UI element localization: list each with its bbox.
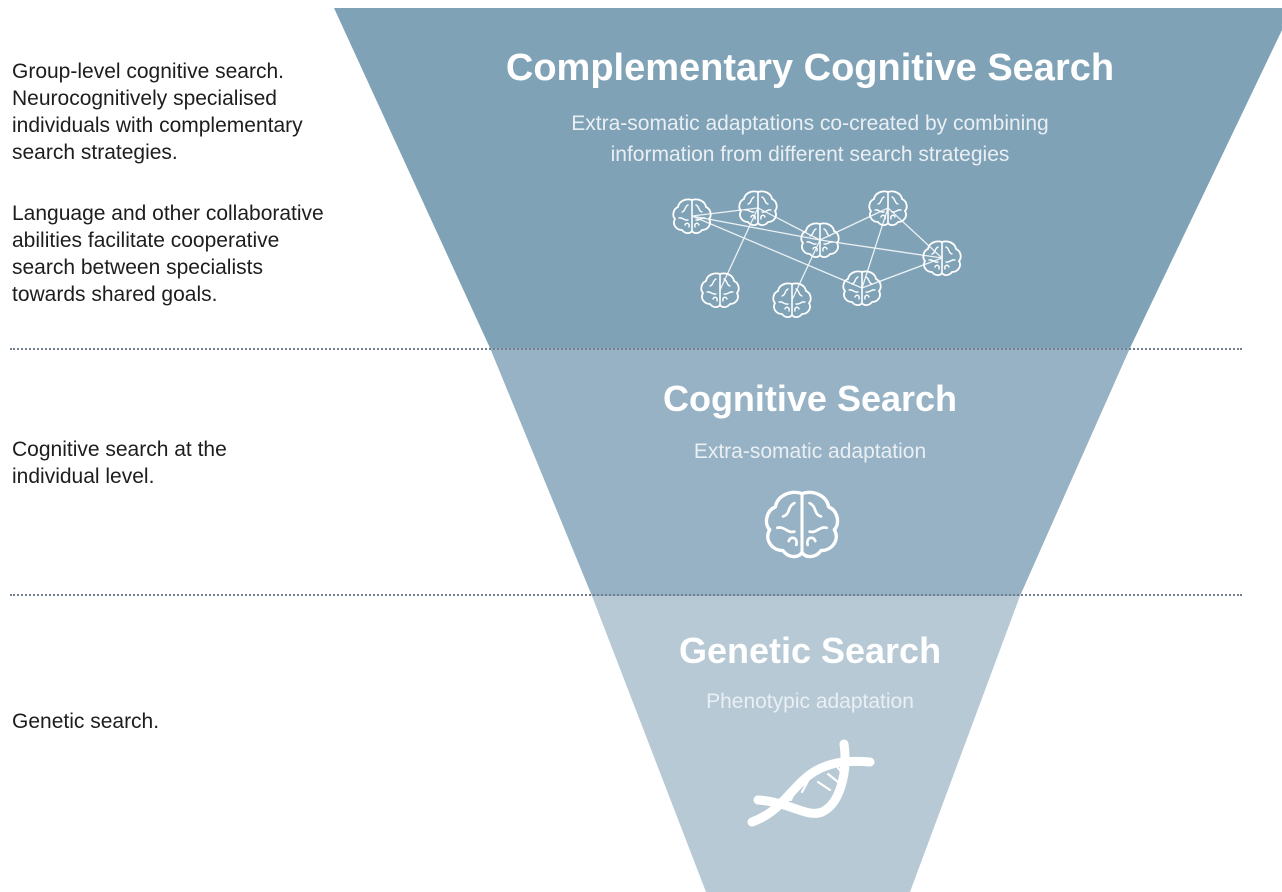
cognitive-search-subtitle: Extra-somatic adaptation: [693, 440, 927, 463]
cognitive-description: Cognitive search at the individual level…: [12, 438, 227, 488]
genetic-search-subtitle: Phenotypic adaptation: [706, 690, 914, 713]
divider-bottom: [10, 594, 1242, 596]
complementary-description-language: Language and other collaborative abiliti…: [12, 202, 324, 306]
genetic-description: Genetic search.: [12, 710, 160, 733]
complementary-search-title: Complementary Cognitive Search: [505, 47, 1115, 89]
brain-network-icon: [672, 190, 962, 319]
divider-top: [10, 348, 1242, 350]
cognitive-search-band: [490, 348, 1130, 596]
cognitive-search-title: Cognitive Search: [662, 378, 958, 419]
complementary-search-band: [334, 8, 1282, 348]
genetic-search-band: [592, 596, 1020, 892]
genetic-search-title: Genetic Search: [678, 630, 942, 671]
dna-icon: [747, 739, 875, 827]
complementary-description-group: Group-level cognitive search. Neurocogni…: [12, 60, 303, 164]
complementary-search-subtitle: Extra-somatic adaptations co-created by …: [571, 112, 1049, 166]
